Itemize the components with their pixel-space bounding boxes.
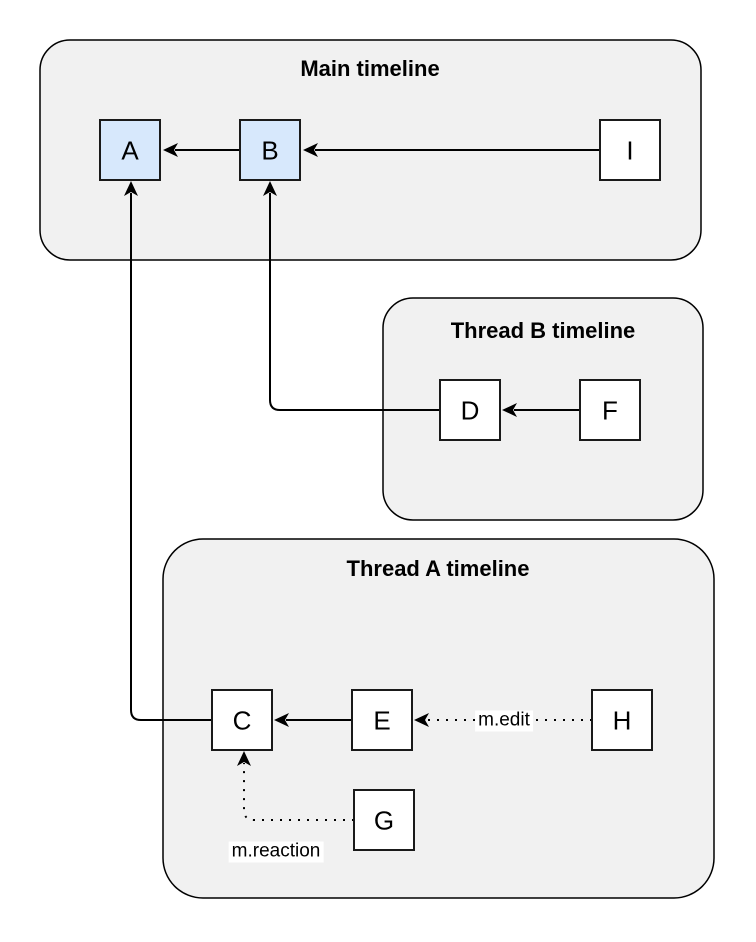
edge-G-to-C [237,751,354,821]
node-F [579,379,641,441]
node-B-label: B [261,135,279,166]
node-H [591,689,653,751]
edge-D-to-B [263,181,440,411]
node-C [211,689,273,751]
node-C-label: C [232,705,252,736]
edge-I-to-B [303,143,600,157]
edge-B-to-A [163,143,240,157]
node-I-label: I [626,135,634,166]
node-A [99,119,161,181]
thread-b-timeline-title: Thread B timeline [450,317,636,343]
node-I [599,119,661,181]
node-E [351,689,413,751]
node-F-label: F [602,395,618,426]
edge-C-to-A [124,181,212,721]
container-thread-a-timeline [162,538,715,899]
edge-F-to-D [502,403,580,417]
edge-label-m-reaction: m.reaction [228,841,324,863]
edge-label-m-edit: m.edit [475,710,533,732]
node-H-label: H [612,705,632,736]
edge-E-to-C [274,713,352,727]
node-D-label: D [460,395,480,426]
main-timeline-title: Main timeline [300,55,440,81]
node-G [353,789,415,851]
thread-a-timeline-title: Thread A timeline [346,555,530,581]
node-D [439,379,501,441]
node-B [239,119,301,181]
node-E-label: E [373,705,391,736]
node-A-label: A [121,135,139,166]
node-G-label: G [373,805,395,836]
